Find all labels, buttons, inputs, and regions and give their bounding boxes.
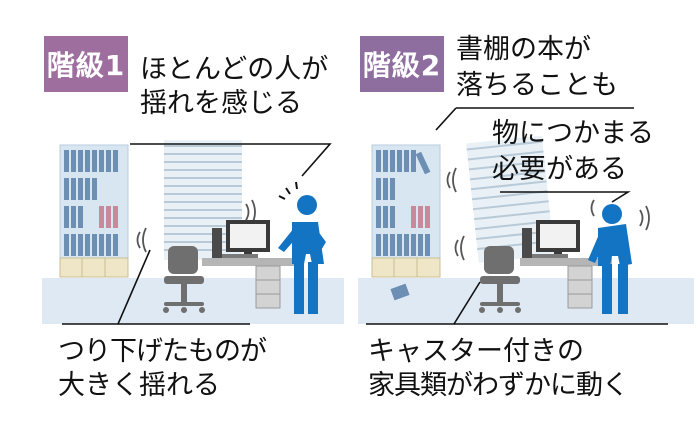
floor [42, 278, 344, 324]
shake-marks-person [590, 199, 650, 231]
person-figure [588, 204, 632, 314]
panel-level-1: 階級1 ほとんどの人が 揺れを感じる つり下げたものが 大きく揺れる [42, 36, 344, 401]
bottom-label-line1: つり下げたものが [58, 336, 267, 367]
leader-lines [366, 107, 668, 325]
top-label-line2: 揺れを感じる [140, 88, 302, 119]
person-figure [278, 195, 326, 314]
fallen-book [390, 283, 410, 301]
panel-level-2: 階級2 書棚の本が 落ちることも 物につかまる 必要がある キャスター付きの 家… [350, 0, 700, 446]
mid-label-line2: 必要がある [492, 154, 627, 185]
bookshelf [59, 144, 129, 278]
bottom-label-line2: 大きく揺れる [58, 370, 220, 401]
scene-level-1 [42, 140, 344, 325]
bottom-label-line1: キャスター付きの [368, 336, 584, 367]
office-chair [479, 246, 521, 313]
office-chair [163, 246, 205, 313]
floor [358, 278, 694, 324]
level-badge: 階級1 [44, 36, 128, 92]
top-label-line1: 書棚の本が [456, 34, 591, 65]
top-label-line2: 落ちることも [456, 70, 618, 101]
level-badge: 階級2 [360, 36, 444, 92]
bookshelf [371, 144, 441, 278]
bottom-label-line2: 家具類がわずかに動く [368, 370, 629, 401]
top-label-line1: ほとんどの人が [140, 54, 329, 85]
desk-with-computer [520, 220, 612, 309]
scene-level-2 [358, 107, 694, 325]
desk-with-computer [202, 220, 294, 309]
mid-label-line1: 物につかまる [492, 118, 654, 149]
alert-marks [278, 181, 298, 200]
leader-lines [62, 143, 332, 325]
